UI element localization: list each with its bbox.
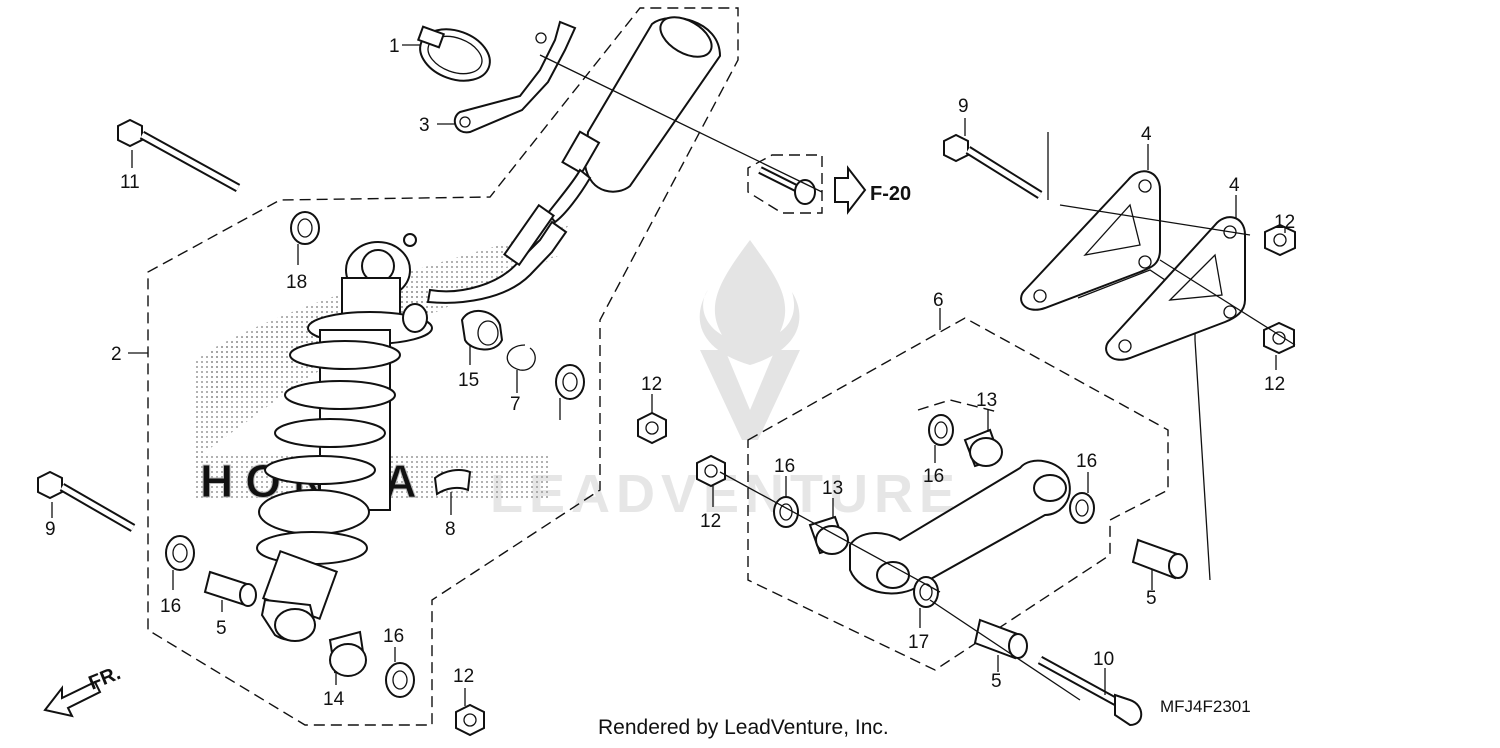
- bolt-9-left: [37, 470, 136, 532]
- circlip-7: [506, 344, 536, 371]
- callout-12-right-bottom: 12: [1264, 374, 1285, 395]
- callout-15: 15: [458, 370, 479, 391]
- callout-11: 11: [120, 172, 140, 193]
- callout-16-link-bottom: 17: [908, 632, 929, 653]
- collar-5-right: [1131, 538, 1188, 580]
- dust-seal-16-upper: [928, 414, 954, 446]
- nut-12-right-top: [1264, 223, 1296, 257]
- callout-5-left: 5: [216, 618, 227, 639]
- render-credit: Rendered by LeadVenture, Inc.: [598, 716, 889, 739]
- link-plate-4-front: [1020, 170, 1161, 311]
- nut-12-right-bottom: [1263, 321, 1295, 355]
- leader-lines: [51, 44, 1296, 706]
- callout-12-middle: 12: [641, 374, 662, 395]
- label-8: [433, 469, 472, 496]
- callout-10: 10: [1093, 649, 1114, 670]
- callout-3: 3: [419, 115, 430, 136]
- nut-12-link: [696, 454, 726, 488]
- front-direction-arrow-icon: [43, 680, 102, 718]
- callout-12-link: 12: [700, 511, 721, 532]
- callout-13-upper: 13: [976, 390, 997, 411]
- bearing-14: [328, 630, 367, 677]
- callout-9-left: 9: [45, 519, 56, 540]
- dust-seal-17: [290, 211, 320, 245]
- callout-8: 8: [445, 519, 456, 540]
- link-plate-4-rear: [1105, 216, 1246, 361]
- nut-12-bottom: [455, 703, 485, 737]
- callout-4-rear: 4: [1229, 175, 1240, 196]
- callout-2: 2: [111, 344, 122, 365]
- callout-7: 7: [510, 394, 521, 415]
- front-label: FR.: [86, 662, 124, 694]
- callout-5-bottom: 5: [991, 671, 1002, 692]
- connecting-link-6: [849, 459, 1071, 595]
- reference-arrow-icon: [834, 165, 867, 215]
- dust-seal-18: [555, 364, 585, 400]
- dust-seal-16-left: [165, 535, 195, 571]
- callout-16-left: 16: [160, 596, 181, 617]
- bolt-kit-outline: [747, 154, 823, 214]
- bearing-13-upper: [963, 428, 1003, 468]
- rear-shock-absorber: [256, 233, 433, 642]
- link-assembly-outline: [747, 317, 1169, 671]
- collar-5-bottom: [973, 618, 1028, 660]
- dust-seal-16-link-right: [1069, 492, 1095, 524]
- callout-16-link-left: 16: [774, 456, 795, 477]
- nut-12-middle: [637, 411, 667, 445]
- callout-6: 6: [933, 290, 944, 311]
- callout-12-right-top: 12: [1274, 212, 1295, 233]
- callout-16-link-right: 16: [1076, 451, 1097, 472]
- hose-clamp: [416, 25, 491, 82]
- callout-4-front: 4: [1141, 124, 1152, 145]
- dust-seal-16-bottom: [385, 662, 415, 698]
- callout-17: 18: [286, 272, 307, 293]
- bolt-11: [117, 118, 241, 192]
- callout-1: 1: [389, 36, 400, 57]
- callout-labels: 1 2 3 4 4 5 5 5 6 7 8 9 9 10 11 12 12 12…: [45, 36, 1295, 710]
- mounting-bracket: [453, 20, 577, 134]
- bolt-9-right: [943, 133, 1043, 199]
- diagram-code: MFJ4F2301: [1160, 697, 1251, 716]
- reference-callout: F-20: [870, 183, 911, 205]
- callout-16-bottom: 16: [383, 626, 404, 647]
- callout-5-right: 5: [1146, 588, 1157, 609]
- callout-9-right: 9: [958, 96, 969, 117]
- callout-16-upper: 16: [923, 466, 944, 487]
- shock-assembly-outline: [147, 7, 739, 726]
- bushing-15: [460, 310, 504, 351]
- bolt-10: [1037, 656, 1143, 727]
- callout-14: 14: [323, 689, 345, 710]
- callout-13-lower: 13: [822, 478, 843, 499]
- callout-12-bottom: 12: [453, 666, 474, 687]
- leadventure-watermark: LEADVENTURE: [490, 240, 955, 524]
- shock-reservoir: [426, 16, 722, 304]
- collar-5-left: [203, 570, 257, 607]
